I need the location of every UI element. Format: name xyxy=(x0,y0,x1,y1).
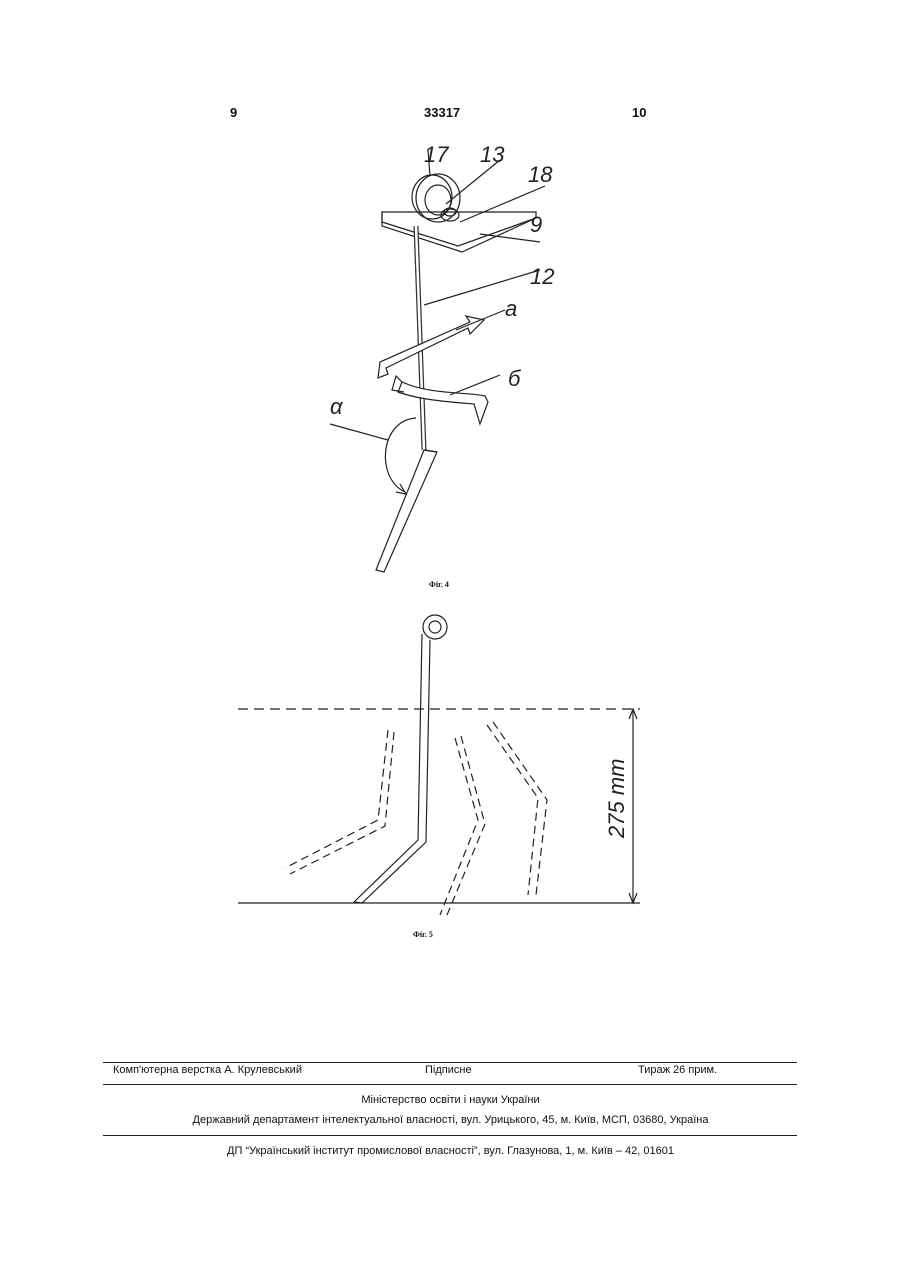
tine-main xyxy=(354,634,430,903)
footer-rule-middle xyxy=(103,1084,797,1085)
label-alpha: α xyxy=(330,394,344,419)
label-a: a xyxy=(505,296,517,321)
tine-coil xyxy=(423,615,447,639)
footer-ministry: Міністерство освіти і науки України xyxy=(0,1094,901,1106)
tine-position-right xyxy=(487,722,547,895)
dimension-label: 275 mm xyxy=(604,759,629,839)
label-b: б xyxy=(508,366,522,391)
figure-5-caption: Фіг. 5 xyxy=(413,930,433,939)
footer-institute: ДП “Український інститут промислової вла… xyxy=(0,1145,901,1157)
tine-position-middle xyxy=(440,736,485,915)
label-12: 12 xyxy=(530,264,554,289)
tine-position-left xyxy=(285,730,394,874)
figure-5-drawing: 275 mm xyxy=(230,605,650,930)
footer-rule-top xyxy=(103,1062,797,1063)
footer-circulation: Тираж 26 прим. xyxy=(638,1064,717,1076)
label-17: 17 xyxy=(424,142,449,167)
arrow-b xyxy=(398,382,488,424)
patent-number: 33317 xyxy=(424,105,460,120)
figure-4-drawing: 17 13 18 9 12 a б α xyxy=(320,135,570,580)
label-13: 13 xyxy=(480,142,505,167)
page-number-left: 9 xyxy=(230,105,237,120)
footer-layout-credit: Комп'ютерна верстка А. Крулевський xyxy=(113,1064,302,1076)
page-number-right: 10 xyxy=(632,105,646,120)
footer-department: Державний департамент інтелектуальної вл… xyxy=(0,1114,901,1126)
label-18: 18 xyxy=(528,162,553,187)
footer-rule-bottom xyxy=(103,1135,797,1136)
figure-4-caption: Фіг. 4 xyxy=(429,580,449,589)
label-9: 9 xyxy=(530,212,542,237)
footer-signed: Підписне xyxy=(425,1064,472,1076)
tine-lower-part xyxy=(376,450,437,572)
